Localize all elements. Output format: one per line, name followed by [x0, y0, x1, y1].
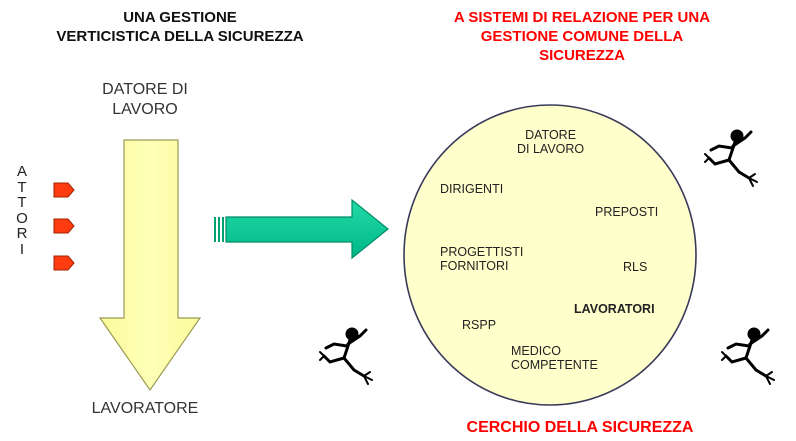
footer-caption: CERCHIO DELLA SICUREZZA — [466, 419, 694, 436]
actors-letter: O — [16, 209, 28, 227]
actor-arrows — [53, 182, 75, 271]
dancing-figure-icon — [704, 129, 758, 187]
actor-arrow-3 — [53, 255, 75, 271]
actor-arrow-2 — [53, 218, 75, 234]
employer-label-line-1: DATORE DI — [102, 81, 188, 98]
circle-dirigenti: DIRIGENTI — [440, 182, 504, 196]
right-title-line-1: A SISTEMI DI RELAZIONE PER UNA — [453, 9, 711, 26]
circle-datore-line-1: DATORE — [525, 128, 577, 142]
left-title-line-1: UNA GESTIONE — [123, 9, 237, 26]
dancing-figure-icon — [721, 327, 775, 385]
right-title: A SISTEMI DI RELAZIONE PER UNA GESTIONE … — [392, 8, 772, 65]
actors-letter: T — [17, 194, 27, 211]
transition-arrow — [214, 198, 389, 260]
actors-letter: I — [19, 240, 25, 258]
right-title-line-2: GESTIONE COMUNE DELLA — [480, 28, 684, 45]
left-title: UNA GESTIONE VERTICISTICA DELLA SICUREZZ… — [20, 8, 340, 46]
circle-preposti: PREPOSTI — [595, 205, 659, 219]
actors-vertical-label: A T T O R I — [14, 164, 30, 257]
circle-medico-line-2: COMPETENTE — [511, 358, 598, 372]
circle-medico: MEDICO COMPETENTE — [511, 344, 598, 372]
dancing-figure-icon — [319, 327, 373, 385]
worker-label: LAVORATORE — [91, 400, 199, 417]
circle-progettisti: PROGETTISTI FORNITORI — [440, 245, 523, 273]
circle-datore-line-2: DI LAVORO — [517, 142, 585, 156]
employer-label-line-2: LAVORO — [112, 101, 178, 118]
actors-letter: A — [16, 163, 27, 180]
circle-lavoratori: LAVORATORI — [574, 302, 655, 316]
actors-letter: T — [17, 178, 27, 196]
safety-circle — [403, 104, 697, 406]
circle-progettisti-line-2: FORNITORI — [440, 259, 509, 273]
circle-datore: DATORE DI LAVORO — [517, 128, 584, 156]
actors-letter: R — [16, 225, 28, 242]
circle-progettisti-line-1: PROGETTISTI — [440, 245, 524, 259]
circle-rspp: RSPP — [462, 318, 497, 332]
actor-arrow-1 — [53, 182, 75, 198]
hierarchy-down-arrow — [98, 139, 202, 392]
circle-medico-line-1: MEDICO — [511, 344, 561, 358]
employer-label: DATORE DI LAVORO — [60, 80, 230, 120]
left-title-line-2: VERTICISTICA DELLA SICUREZZA — [56, 28, 304, 45]
circle-rls: RLS — [623, 260, 648, 274]
right-title-line-3: SICUREZZA — [539, 47, 625, 64]
